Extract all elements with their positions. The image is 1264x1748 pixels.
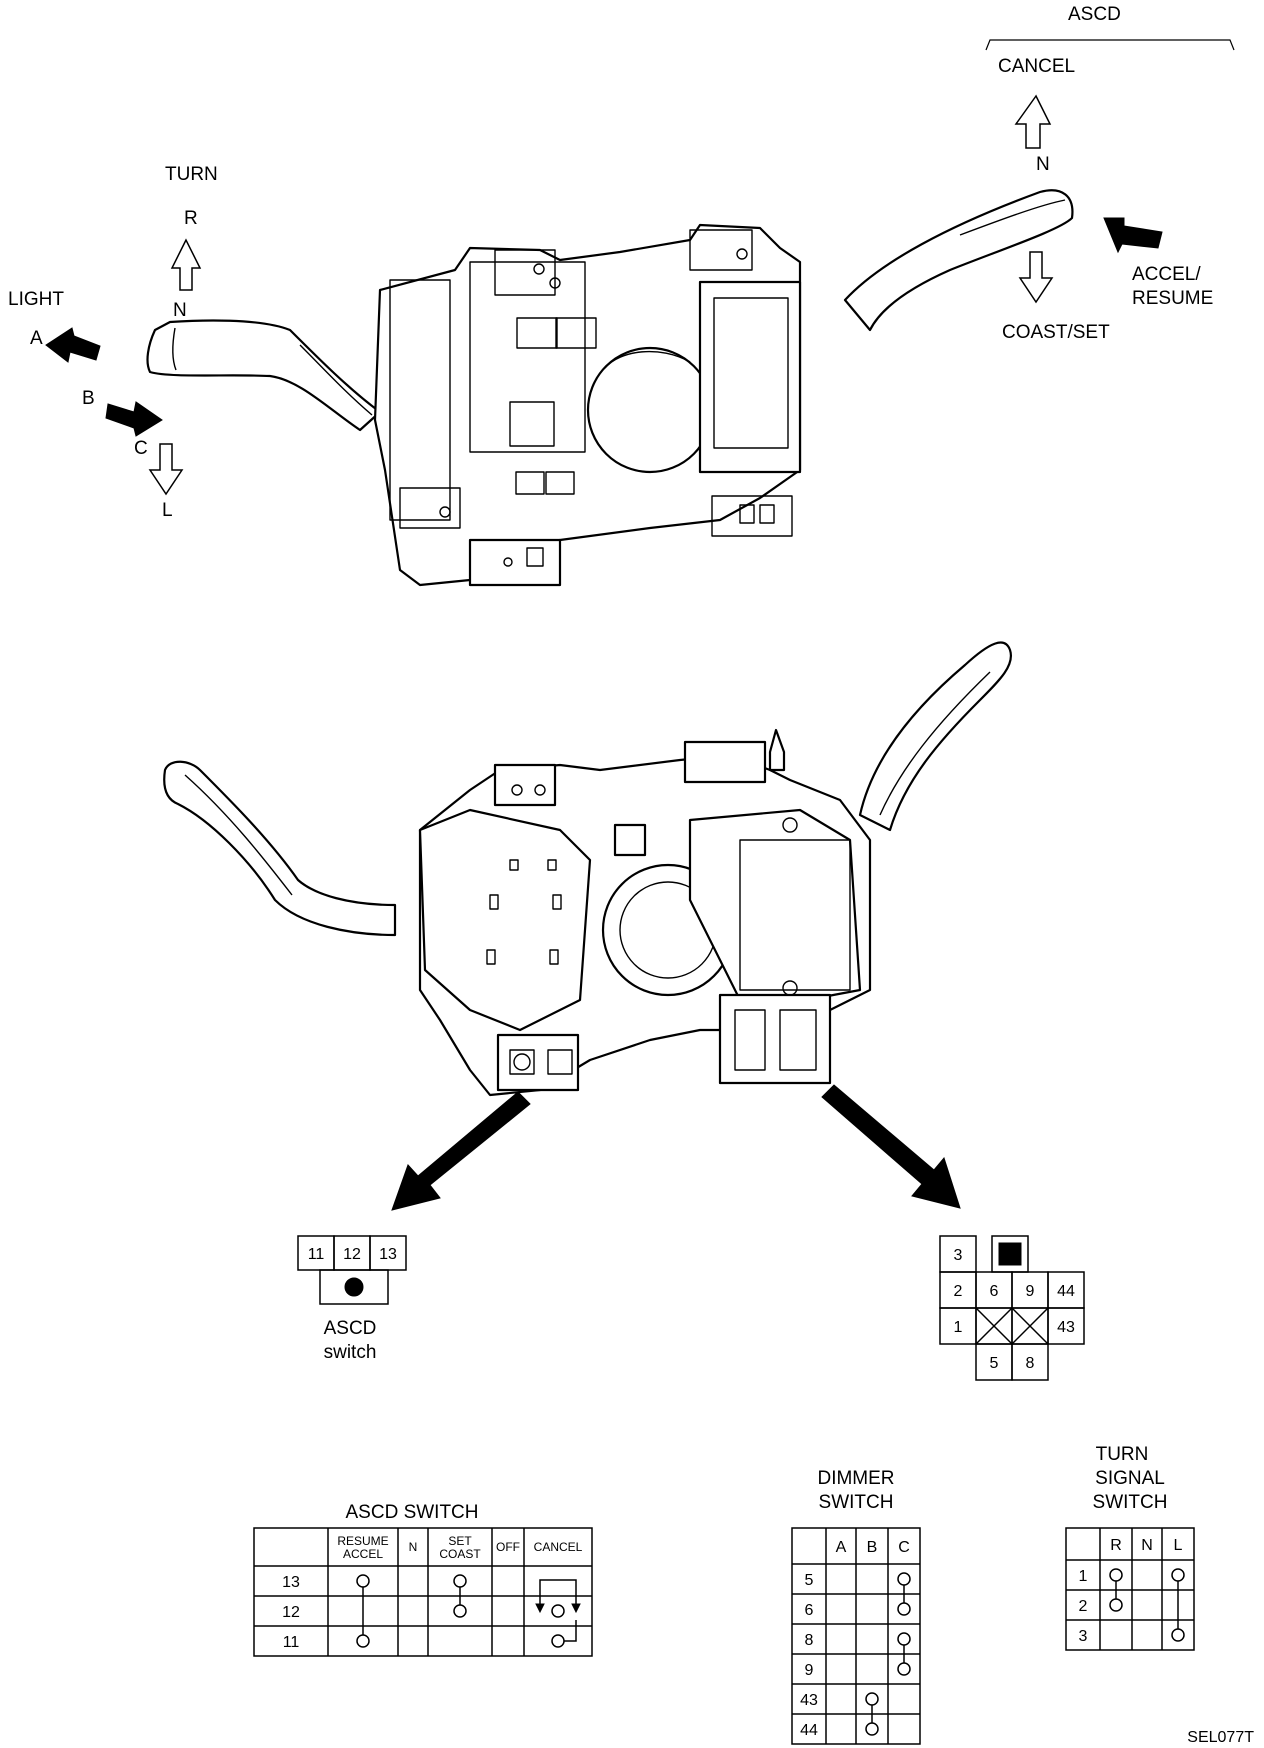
turn-row-2: 2 xyxy=(1079,1598,1088,1615)
middle-switch-assembly xyxy=(163,641,1013,1097)
combo-pin-43: 43 xyxy=(1057,1319,1075,1336)
ascd-pin-13: 13 xyxy=(379,1246,397,1263)
turn-label: TURN xyxy=(165,164,218,185)
accel-label: ACCEL/ xyxy=(1132,264,1201,285)
ascd-label: ASCD xyxy=(1068,4,1121,25)
ascd-connector-caption-1: ASCD xyxy=(324,1318,377,1339)
dimmer-row-9: 9 xyxy=(805,1662,814,1679)
dimmer-row-5: 5 xyxy=(805,1572,814,1589)
ascd-connector-arrow xyxy=(391,1091,531,1211)
light-l-label: L xyxy=(162,500,173,521)
dimmer-row-44: 44 xyxy=(800,1722,818,1739)
dimmer-row-8: 8 xyxy=(805,1632,814,1649)
light-a-label: A xyxy=(30,328,43,349)
dimmer-row-6: 6 xyxy=(805,1602,814,1619)
combo-connector-arrow xyxy=(821,1084,961,1209)
turn-r-label: R xyxy=(184,208,198,229)
cancel-arrow xyxy=(1014,94,1052,149)
resume-label: RESUME xyxy=(1132,288,1213,309)
light-label: LIGHT xyxy=(8,289,64,310)
combo-pin-6: 6 xyxy=(990,1283,999,1300)
combo-pin-5: 5 xyxy=(990,1355,999,1372)
light-c-label: C xyxy=(134,438,148,459)
combo-connector-face: 3 2 6 9 44 1 43 5 8 xyxy=(939,1235,1085,1381)
turn-n-label: N xyxy=(173,300,187,321)
ascd-n-label: N xyxy=(1036,154,1050,175)
ascd-col-set-1: SET xyxy=(448,1534,472,1548)
turn-r-arrow xyxy=(170,238,202,291)
dimmer-row-43: 43 xyxy=(800,1692,818,1709)
accel-resume-arrow xyxy=(1103,217,1163,254)
combo-pin-8: 8 xyxy=(1026,1355,1035,1372)
dimmer-switch-table: DIMMER SWITCH A B C 5 6 8 9 43 44 xyxy=(791,1468,921,1745)
ascd-col-resume-1: RESUME xyxy=(337,1534,388,1548)
combo-pin-3: 3 xyxy=(954,1247,963,1264)
coast-set-arrow xyxy=(1018,251,1054,304)
ascd-table-title: ASCD SWITCH xyxy=(346,1502,479,1523)
ascd-switch-table: ASCD SWITCH RESUME ACCEL N SET COAST OFF… xyxy=(253,1502,593,1657)
coast-set-label: COAST/SET xyxy=(1002,322,1110,343)
figure-code: SEL077T xyxy=(1187,1729,1254,1746)
turn-title-1: TURN xyxy=(1096,1444,1149,1465)
ascd-pin-12: 12 xyxy=(343,1246,361,1263)
dimmer-col-a: A xyxy=(836,1539,847,1556)
turn-row-3: 3 xyxy=(1079,1628,1088,1645)
light-a-arrow xyxy=(45,327,101,363)
combo-pin-44: 44 xyxy=(1057,1283,1075,1300)
light-b-label: B xyxy=(82,388,95,409)
ascd-connector-face: 11 12 13 ASCD switch xyxy=(297,1235,407,1363)
ascd-col-resume-2: ACCEL xyxy=(343,1547,383,1561)
ascd-row-13: 13 xyxy=(282,1574,300,1591)
ascd-row-12: 12 xyxy=(282,1604,300,1621)
ascd-row-11: 11 xyxy=(283,1634,300,1651)
ascd-col-n: N xyxy=(409,1540,418,1554)
turn-title-3: SWITCH xyxy=(1093,1492,1168,1513)
light-c-arrow xyxy=(148,443,184,496)
ascd-col-cancel: CANCEL xyxy=(534,1540,583,1554)
dimmer-col-b: B xyxy=(867,1539,878,1556)
turn-row-1: 1 xyxy=(1079,1568,1088,1585)
ascd-pin-11: 11 xyxy=(308,1246,325,1263)
combo-pin-9: 9 xyxy=(1026,1283,1035,1300)
dimmer-title-2: SWITCH xyxy=(819,1492,894,1513)
ascd-bracket xyxy=(985,39,1235,51)
turn-col-r: R xyxy=(1110,1537,1122,1554)
ascd-col-off: OFF xyxy=(496,1540,520,1554)
cancel-label: CANCEL xyxy=(998,56,1075,77)
light-b-arrow xyxy=(105,401,163,437)
dimmer-title-1: DIMMER xyxy=(817,1468,894,1489)
dimmer-col-c: C xyxy=(898,1539,910,1556)
turn-col-l: L xyxy=(1174,1537,1183,1554)
ascd-connector-caption-2: switch xyxy=(324,1342,377,1363)
turn-signal-switch-table: TURN SIGNAL SWITCH R N L 1 2 3 xyxy=(1065,1444,1195,1651)
combo-pin-1: 1 xyxy=(954,1319,963,1336)
turn-col-n: N xyxy=(1141,1537,1153,1554)
top-switch-assembly xyxy=(146,189,1074,587)
combo-pin-2: 2 xyxy=(954,1283,963,1300)
ascd-col-set-2: COAST xyxy=(439,1547,481,1561)
turn-title-2: SIGNAL xyxy=(1095,1468,1165,1489)
